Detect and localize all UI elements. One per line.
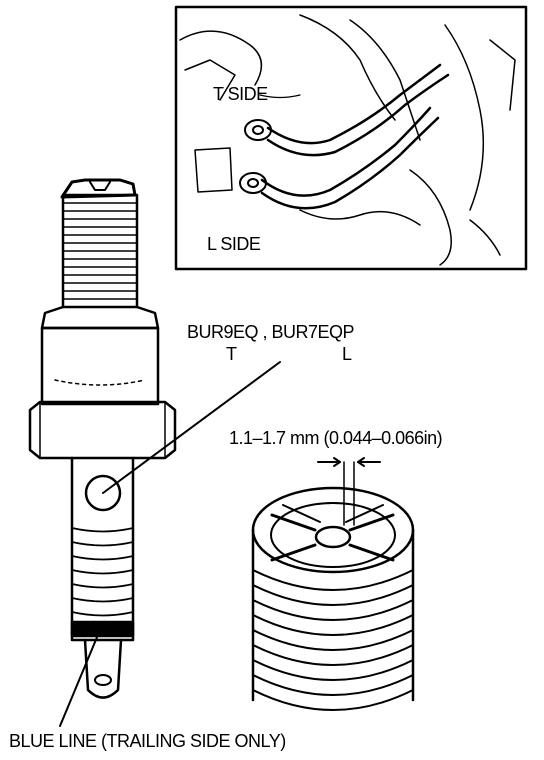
engine-inset — [174, 5, 528, 271]
t-side-label: T SIDE — [213, 84, 268, 104]
l-plug-label: L — [342, 344, 352, 364]
model-leader-line — [102, 361, 281, 494]
blue-line-leader-line — [59, 629, 101, 727]
spark-plug-side-view — [28, 178, 177, 699]
gap-spec-label: 1.1–1.7 mm (0.044–0.066in) — [229, 428, 443, 448]
l-side-label: L SIDE — [207, 234, 261, 254]
electrode-end-view — [251, 457, 415, 711]
plug-models-label: BUR9EQ , BUR7EQP — [187, 322, 355, 342]
t-plug-label: T — [226, 344, 237, 364]
blue-line-label: BLUE LINE (TRAILING SIDE ONLY) — [9, 731, 286, 751]
